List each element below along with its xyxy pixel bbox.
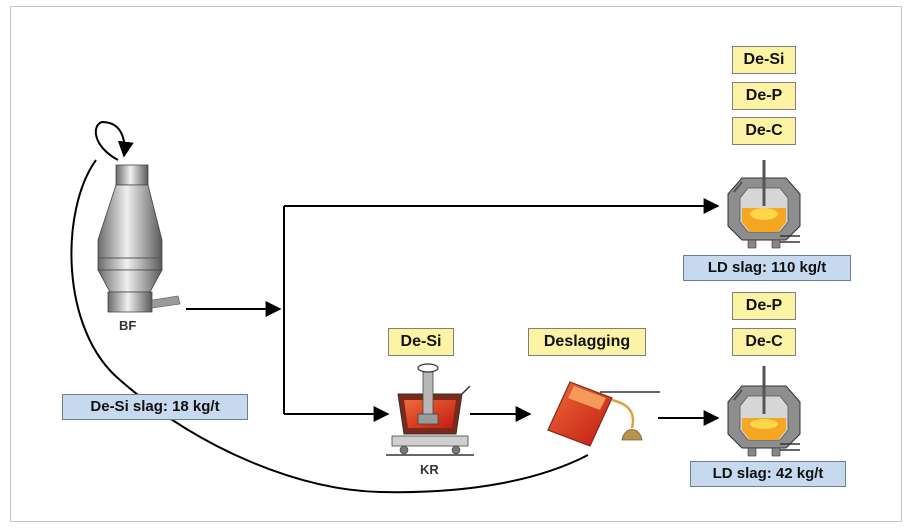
top-tag-desi: De-Si	[732, 46, 796, 74]
bottom-converter-icon	[727, 366, 801, 457]
slag-return-line	[70, 159, 589, 494]
bf-caption: BF	[119, 318, 137, 333]
kr-tag-desi: De-Si	[388, 328, 454, 356]
desi-slag-label: De-Si slag: 18 kg/t	[62, 394, 248, 420]
deslagging-ladle-icon	[547, 381, 660, 447]
bf-recycle-arrow	[94, 120, 134, 161]
top-tag-dec: De-C	[732, 117, 796, 145]
deslagging-tag: Deslagging	[528, 328, 646, 356]
bottom-tag-dep: De-P	[732, 292, 796, 320]
blast-furnace-icon	[97, 164, 181, 313]
bottom-tag-dec: De-C	[732, 328, 796, 356]
top-converter-icon	[727, 160, 801, 249]
top-tag-dep: De-P	[732, 82, 796, 110]
diagram-frame	[10, 6, 902, 522]
kr-station-icon	[386, 363, 474, 456]
ld-slag-top-label: LD slag: 110 kg/t	[683, 255, 851, 281]
ld-slag-bottom-label: LD slag: 42 kg/t	[690, 461, 846, 487]
kr-caption: KR	[420, 462, 439, 477]
